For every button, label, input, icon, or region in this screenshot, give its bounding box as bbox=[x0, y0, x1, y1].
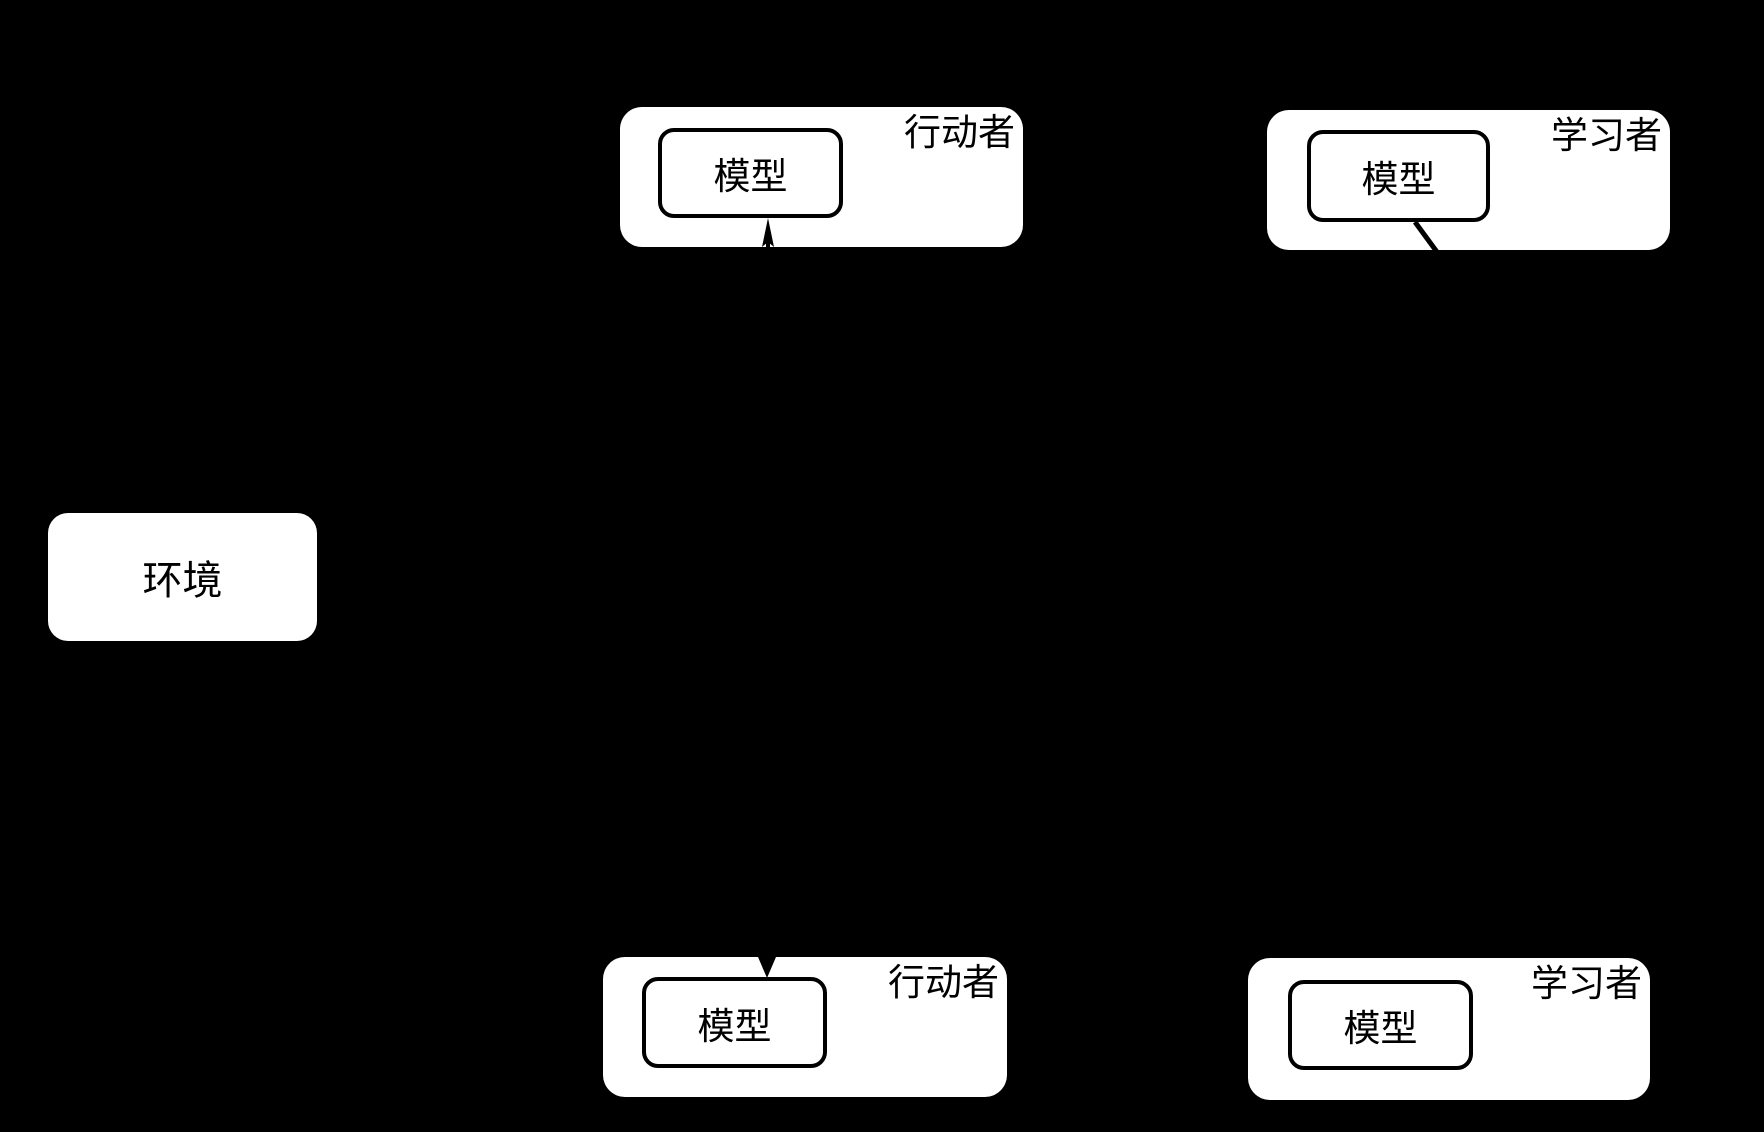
top-actor-node: 行动者 模型 bbox=[620, 107, 1023, 247]
top-actor-model-label: 模型 bbox=[713, 155, 788, 198]
bottom-learner-title: 学习者 bbox=[1531, 962, 1642, 1005]
top-actor-title: 行动者 bbox=[904, 111, 1015, 154]
top-learner-title: 学习者 bbox=[1551, 114, 1662, 157]
top-learner-model-node: 模型 bbox=[1307, 130, 1490, 222]
top-learner-model-label: 模型 bbox=[1361, 158, 1436, 201]
bottom-actor-model-node: 模型 bbox=[642, 977, 827, 1068]
bottom-learner-node: 学习者 模型 bbox=[1248, 958, 1650, 1100]
bottom-learner-model-node: 模型 bbox=[1288, 980, 1473, 1070]
bottom-learner-model-label: 模型 bbox=[1343, 1007, 1418, 1050]
top-learner-node: 学习者 模型 bbox=[1267, 110, 1670, 250]
top-actor-model-node: 模型 bbox=[658, 128, 843, 218]
bottom-actor-title: 行动者 bbox=[888, 961, 999, 1004]
environment-node: 环境 bbox=[48, 513, 317, 641]
environment-label: 环境 bbox=[142, 558, 223, 604]
bottom-actor-node: 行动者 模型 bbox=[603, 957, 1007, 1097]
bottom-actor-model-label: 模型 bbox=[697, 1004, 772, 1048]
